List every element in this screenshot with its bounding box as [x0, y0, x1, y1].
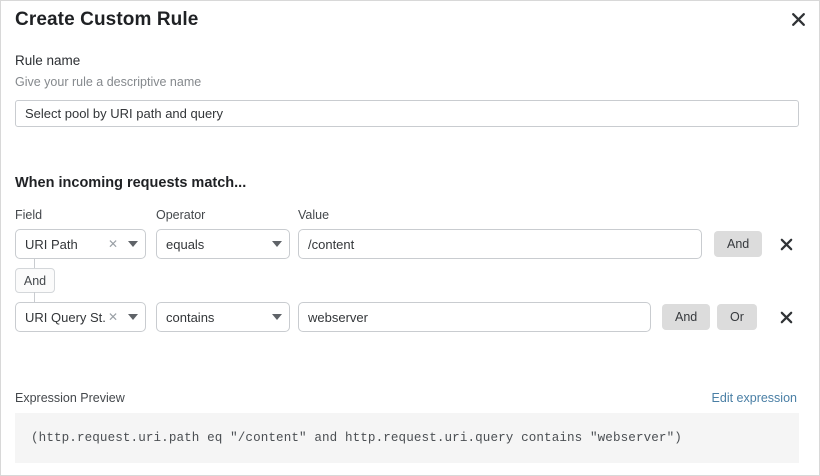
group-connector-line-top — [34, 259, 35, 269]
column-header-value: Value — [298, 208, 330, 222]
clear-icon[interactable]: ✕ — [107, 237, 119, 251]
column-header-field: Field — [15, 208, 43, 222]
operator-select[interactable]: contains — [156, 302, 290, 332]
and-button[interactable]: And — [714, 231, 763, 257]
dialog-title: Create Custom Rule — [15, 9, 199, 30]
edit-expression-link[interactable]: Edit expression — [711, 391, 797, 405]
column-header-operator: Operator — [156, 208, 206, 222]
value-input[interactable] — [298, 302, 651, 332]
field-select[interactable]: URI Path ✕ — [15, 229, 146, 259]
condition-row: URI Query St... ✕ contains And Or — [1, 302, 820, 332]
delete-icon[interactable] — [774, 231, 798, 257]
expression-preview-label: Expression Preview — [15, 391, 125, 405]
chevron-down-icon[interactable] — [265, 241, 289, 247]
operator-select[interactable]: equals — [156, 229, 290, 259]
chevron-down-icon[interactable] — [265, 314, 289, 320]
group-connector-line-bottom — [34, 292, 35, 302]
match-section-heading: When incoming requests match... — [15, 175, 247, 191]
chevron-down-icon[interactable] — [121, 314, 145, 320]
or-button[interactable]: Or — [717, 304, 757, 330]
rule-name-help-text: Give your rule a descriptive name — [15, 75, 202, 89]
operator-select-value: contains — [166, 309, 215, 325]
group-logic-badge[interactable]: And — [15, 268, 55, 293]
clear-icon[interactable]: ✕ — [107, 310, 119, 324]
expression-preview-box: (http.request.uri.path eq "/content" and… — [15, 413, 799, 463]
chevron-down-icon[interactable] — [121, 241, 145, 247]
field-select[interactable]: URI Query St... ✕ — [15, 302, 146, 332]
rule-name-label: Rule name — [15, 53, 81, 68]
close-icon[interactable] — [785, 6, 811, 32]
field-select-value: URI Path — [25, 236, 78, 252]
field-select-value: URI Query St... — [25, 309, 105, 325]
condition-row: URI Path ✕ equals And — [1, 229, 820, 259]
and-button[interactable]: And — [662, 304, 711, 330]
expression-preview-text: (http.request.uri.path eq "/content" and… — [31, 431, 682, 445]
delete-icon[interactable] — [774, 304, 798, 330]
rule-name-input[interactable] — [15, 100, 799, 127]
operator-select-value: equals — [166, 236, 205, 252]
value-input[interactable] — [298, 229, 702, 259]
